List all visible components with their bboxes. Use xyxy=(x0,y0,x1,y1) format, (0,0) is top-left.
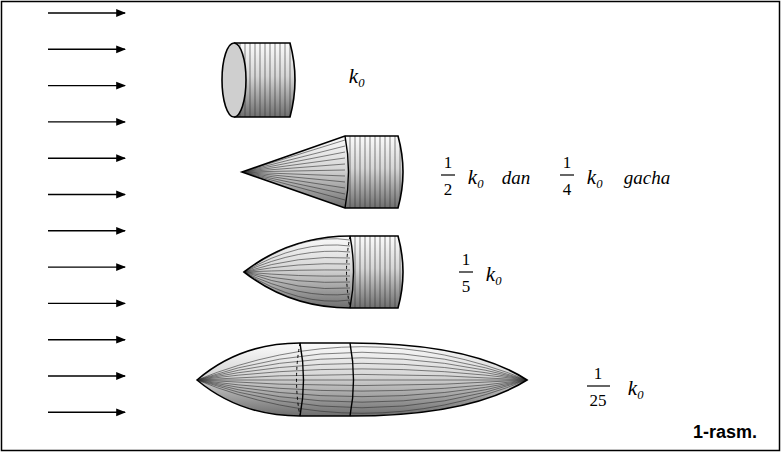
fraction-numerator: 1 xyxy=(444,154,453,171)
flow-arrow xyxy=(48,121,125,122)
coefficient-label: k₀ xyxy=(628,378,645,399)
flow-arrow xyxy=(48,12,125,13)
surface-line xyxy=(370,230,371,315)
surface-line xyxy=(244,257,350,272)
surface-line xyxy=(197,352,527,380)
surface-line xyxy=(395,230,396,315)
surface-line xyxy=(385,130,386,215)
flow-arrow xyxy=(48,194,125,195)
surface-line xyxy=(197,380,527,381)
surface-line xyxy=(242,146,345,172)
flow-arrow xyxy=(48,230,125,231)
surface-line xyxy=(197,380,527,408)
flow-arrow xyxy=(48,49,125,50)
surface-line xyxy=(375,130,376,215)
surface-line xyxy=(197,380,527,386)
flow-arrow xyxy=(48,85,125,86)
ogive-body xyxy=(244,230,403,315)
fraction-denominator: 4 xyxy=(563,181,572,198)
fraction-denominator: 5 xyxy=(462,278,471,295)
surface-line xyxy=(290,40,291,120)
coefficient-label: k₀ xyxy=(468,167,485,188)
surface-line xyxy=(360,230,361,315)
surface-line xyxy=(197,369,527,380)
surface-line xyxy=(244,264,350,272)
surface-line xyxy=(275,40,276,120)
flow-arrow xyxy=(48,266,125,267)
coefficient-label: k₀ xyxy=(587,167,604,188)
surface-line xyxy=(197,358,527,380)
fraction-numerator: 1 xyxy=(462,251,471,268)
surface-line xyxy=(244,272,350,289)
flow-arrow xyxy=(48,157,125,158)
surface-line xyxy=(280,40,281,120)
surface-line xyxy=(242,170,345,172)
surface-line xyxy=(250,40,251,120)
surface-line xyxy=(197,363,527,380)
surface-line xyxy=(270,40,271,120)
flow-arrow xyxy=(48,339,125,340)
surface-line xyxy=(380,230,381,315)
flow-arrow xyxy=(48,412,125,413)
surface-line xyxy=(390,130,391,215)
surface-line xyxy=(242,158,345,172)
surface-line xyxy=(360,130,361,215)
surface-line xyxy=(390,230,391,315)
flow-arrows xyxy=(48,13,125,412)
surface-line xyxy=(350,130,351,215)
surface-line xyxy=(197,380,527,391)
fraction-numerator: 1 xyxy=(563,154,572,171)
fraction-bars xyxy=(441,175,610,386)
flow-arrow xyxy=(48,303,125,304)
figure-number: 1-rasm. xyxy=(693,423,757,441)
cone-body xyxy=(242,130,403,215)
streamlined-body xyxy=(197,343,527,416)
surface-line xyxy=(355,130,356,215)
flow-arrow xyxy=(48,375,125,376)
surface-line xyxy=(355,230,356,315)
surface-line xyxy=(242,172,345,188)
surface-line xyxy=(265,40,266,120)
surface-line xyxy=(365,130,366,215)
surface-line xyxy=(242,172,345,200)
surface-line xyxy=(197,374,527,380)
surface-line xyxy=(244,272,350,301)
surface-line xyxy=(375,230,376,315)
label-word: dan xyxy=(502,168,531,187)
surface-line xyxy=(260,40,261,120)
fraction-denominator: 25 xyxy=(590,392,607,409)
coefficient-label: k₀ xyxy=(486,264,503,285)
surface-line xyxy=(242,152,345,172)
surface-line xyxy=(255,40,256,120)
surface-line xyxy=(244,270,350,272)
fraction-numerator: 1 xyxy=(594,365,603,382)
surface-line xyxy=(242,164,345,172)
surface-line xyxy=(285,40,286,120)
fraction-denominator: 2 xyxy=(444,181,453,198)
label-word: gacha xyxy=(624,168,670,187)
coefficient-label: k₀ xyxy=(349,66,366,87)
surface-line xyxy=(244,245,350,272)
surface-line xyxy=(197,380,527,402)
surface-line xyxy=(370,130,371,215)
surface-line xyxy=(365,230,366,315)
surface-line xyxy=(395,130,396,215)
cylinder-body xyxy=(222,40,295,120)
surface-line xyxy=(385,230,386,315)
surface-line xyxy=(380,130,381,215)
